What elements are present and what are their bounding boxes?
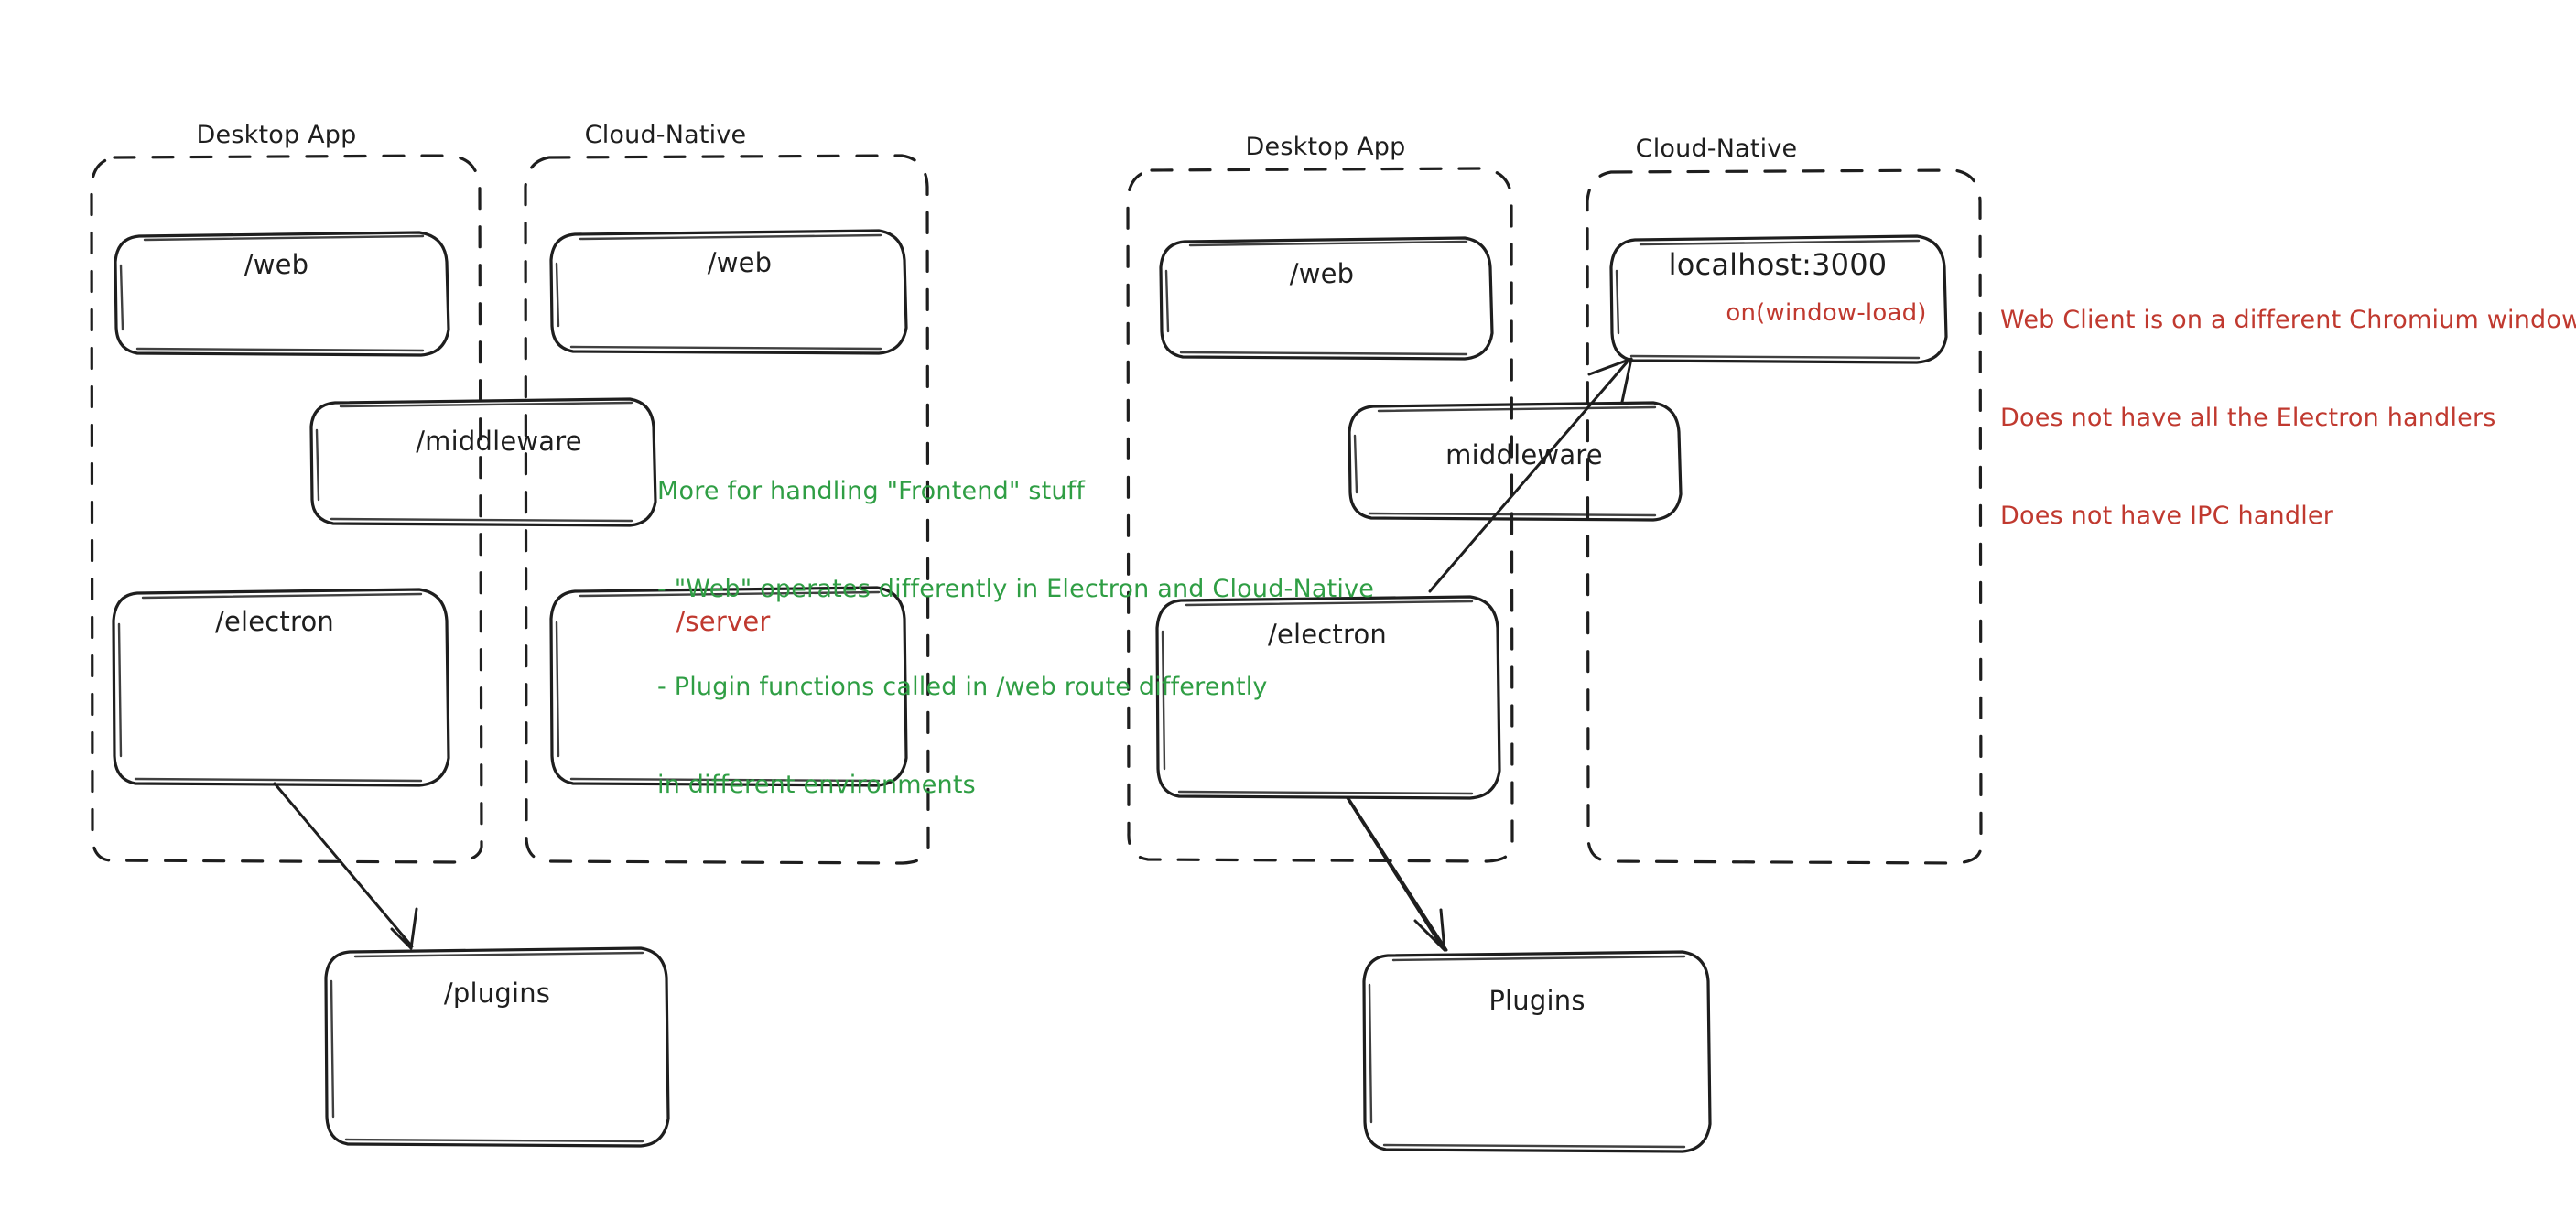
right-annotation-line-3: Does not have IPC handler <box>2000 502 2334 530</box>
right-group-label-cloud-native: Cloud-Native <box>1635 135 1798 163</box>
left-box-middleware-shape <box>309 397 657 527</box>
right-annotation-line-2: Does not have all the Electron handlers <box>2000 404 2496 433</box>
left-box-label-web-desktop: /web <box>244 249 309 280</box>
left-box-label-plugins: /plugins <box>443 978 551 1009</box>
left-annotation-line-3: - Plugin functions called in /web route … <box>657 673 1268 701</box>
left-annotation-line-4: in different environments <box>657 770 976 799</box>
left-box-label-middleware: /middleware <box>416 426 582 457</box>
right-box-label-web: /web <box>1289 258 1355 289</box>
left-box-label-electron: /electron <box>214 606 335 637</box>
right-annotation-note: Web Client is on a different Chromium wi… <box>2000 239 2576 598</box>
left-annotation-line-1: More for handling "Frontend" stuff <box>657 477 1086 506</box>
right-annotation-line-1: Web Client is on a different Chromium wi… <box>2000 306 2576 335</box>
right-box-label-localhost: localhost:3000 <box>1668 247 1888 282</box>
right-arrow-electron-to-localhost <box>1428 357 1633 593</box>
left-box-label-web-cloud: /web <box>707 247 773 278</box>
right-box-plugins-shape <box>1362 950 1712 1153</box>
left-group-label-cloud-native: Cloud-Native <box>584 121 747 149</box>
right-box-sublabel-on-window-load: on(window-load) <box>1726 299 1927 327</box>
left-group-label-desktop-app: Desktop App <box>196 121 357 149</box>
left-arrow-electron-to-plugins <box>273 782 418 950</box>
right-box-label-electron: /electron <box>1267 619 1388 650</box>
right-box-label-plugins: Plugins <box>1488 985 1586 1016</box>
right-group-label-desktop-app: Desktop App <box>1245 133 1406 161</box>
right-box-label-middleware: middleware <box>1445 439 1603 470</box>
left-box-label-server: /server <box>676 606 771 637</box>
right-box-web-shape <box>1159 236 1494 361</box>
left-annotation-line-2: - "Web" operates differently in Electron… <box>657 575 1375 604</box>
left-annotation-note: More for handling "Frontend" stuff - "We… <box>657 410 1374 867</box>
